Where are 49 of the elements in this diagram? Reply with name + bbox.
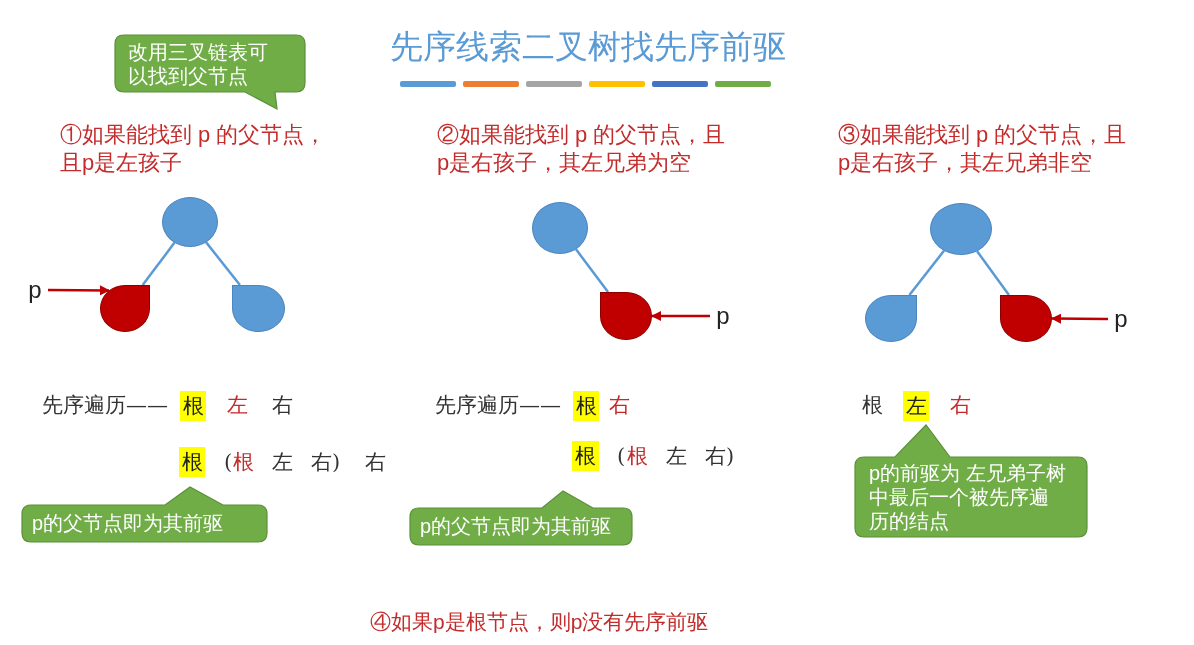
traversal-text: 根: [862, 392, 883, 419]
traversal-text: 左: [272, 449, 293, 476]
drop-node: [232, 285, 285, 332]
branch-line: [575, 248, 609, 293]
traversal-text: 左: [227, 392, 248, 419]
pointer-label: p: [710, 302, 736, 330]
traversal-text: 右: [365, 449, 386, 476]
circle-node: [162, 197, 218, 247]
case-heading: ③如果能找到 p 的父节点，且p是右孩子，其左兄弟非空: [838, 121, 1128, 177]
case-heading: ②如果能找到 p 的父节点，且p是右孩子，其左兄弟为空: [437, 121, 727, 177]
highlighted-char: 左: [903, 391, 929, 421]
arrow: [1051, 313, 1108, 324]
drop-node: [600, 292, 652, 340]
speech-bubble: p的前驱为 左兄弟子树中最后一个被先序遍历的结点: [855, 425, 1087, 538]
circle-node: [532, 202, 588, 254]
circle-node: [930, 203, 992, 255]
branch-line: [141, 242, 176, 286]
highlighted-char: 根: [573, 391, 599, 421]
speech-bubble: p的父节点即为其前驱: [410, 491, 632, 546]
highlighted-char: 根: [180, 391, 206, 421]
drop-node: [1000, 295, 1052, 342]
pointer-label: p: [22, 276, 48, 304]
traversal-text: 右): [705, 443, 735, 470]
traversal-text: 根: [233, 449, 254, 476]
traversal-text: 先序遍历——: [435, 392, 561, 419]
drop-node: [865, 295, 917, 342]
traversal-text: 先序遍历——: [42, 392, 168, 419]
traversal-text: 右): [311, 449, 341, 476]
traversal-text: (: [617, 443, 626, 470]
highlighted-char: 根: [572, 441, 599, 471]
arrow: [48, 285, 110, 296]
branch-line: [976, 250, 1010, 296]
highlighted-char: 根: [179, 447, 205, 477]
traversal-text: 根: [627, 443, 648, 470]
traversal-text: 右: [609, 392, 630, 419]
traversal-text: (: [224, 449, 233, 476]
speech-bubble: 改用三叉链表可以找到父节点: [115, 35, 305, 110]
speech-bubble: p的父节点即为其前驱: [22, 487, 267, 543]
title: 先序线索二叉树找先序前驱: [390, 27, 786, 67]
traversal-text: 左: [666, 443, 687, 470]
arrow: [651, 311, 710, 321]
traversal-text: 右: [272, 392, 293, 419]
branch-line: [205, 241, 241, 286]
branch-line: [908, 249, 945, 296]
traversal-text: 右: [950, 392, 971, 419]
case-heading: ①如果能找到 p 的父节点，且p是左孩子: [60, 121, 328, 177]
drop-node: [100, 285, 150, 332]
note-text: ④如果p是根节点，则p没有先序前驱: [370, 609, 709, 635]
pointer-label: p: [1108, 305, 1134, 333]
